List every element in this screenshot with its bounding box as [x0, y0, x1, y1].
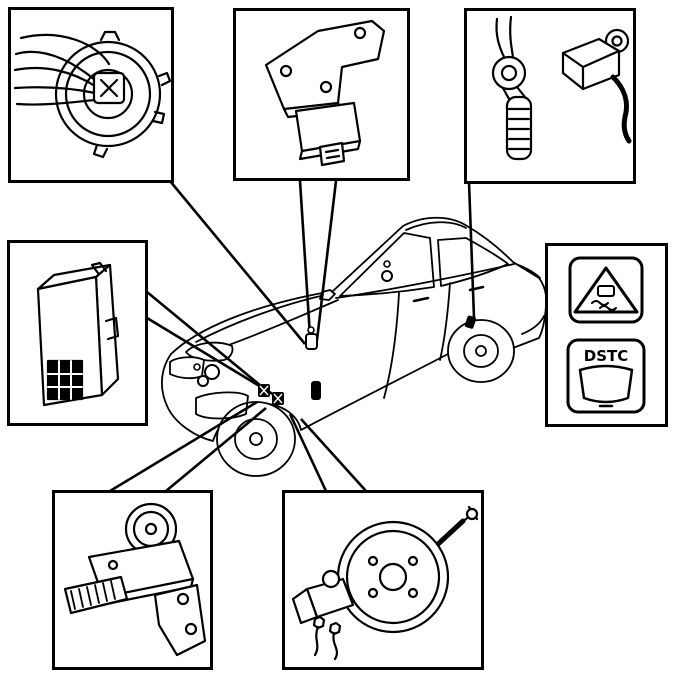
leader-line — [300, 418, 367, 492]
dstc-switch-icon: DSTC — [566, 256, 646, 414]
brake-booster-panel — [282, 490, 484, 670]
abs-hydraulic-unit-panel — [52, 490, 213, 670]
rear-wheel-sensor-marker — [464, 315, 477, 329]
sensor-bracket-icon — [264, 19, 386, 167]
dstc-button-label: DSTC — [584, 347, 629, 365]
leader-line — [146, 316, 277, 398]
tunnel-sensor-marker — [305, 326, 318, 350]
control-module-icon — [36, 261, 120, 407]
control-module-panel — [7, 240, 148, 426]
roof-sensor-marker — [381, 260, 393, 282]
car-body — [161, 216, 548, 477]
leader-line — [146, 290, 262, 388]
rear-wheel — [447, 319, 515, 383]
leader-line — [168, 180, 307, 345]
sensor-bracket-panel — [233, 8, 410, 181]
bumper-intake — [195, 391, 249, 420]
car-detail-lines — [171, 221, 545, 399]
leader-line — [315, 180, 338, 341]
dstc-button: DSTC — [566, 338, 646, 414]
dstc-switch-panel: DSTC — [545, 243, 668, 427]
front-pump-marker — [193, 363, 220, 387]
leader-line — [288, 413, 328, 492]
steering-angle-sensor-icon — [13, 30, 171, 159]
leader-line — [109, 400, 258, 493]
leader-lines — [109, 180, 476, 493]
abs-hydraulic-unit-icon — [63, 502, 207, 657]
wheel-speed-sensor-icon — [491, 15, 632, 161]
on-car-markers — [193, 260, 477, 405]
wheel-speed-sensors-panel — [464, 8, 636, 184]
leader-line — [467, 181, 476, 319]
stability-warning-triangle-icon — [568, 256, 644, 324]
brake-booster-icon — [291, 505, 479, 661]
leader-line — [165, 406, 267, 493]
floor-sensor-marker — [311, 381, 321, 400]
steering-angle-sensor-panel — [8, 7, 174, 183]
leader-line — [298, 180, 312, 337]
connector-markers — [258, 384, 284, 405]
